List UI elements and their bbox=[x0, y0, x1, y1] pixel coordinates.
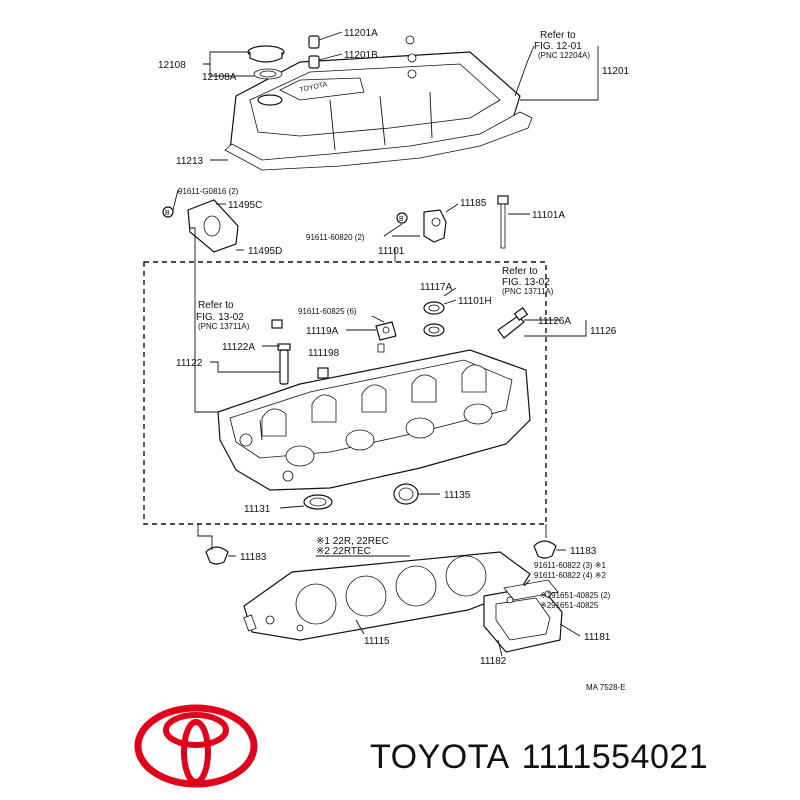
plate-11182 bbox=[503, 579, 559, 601]
label-12108A: 12108A bbox=[202, 72, 237, 83]
label-91651-40825: ※291651-40825 bbox=[540, 601, 599, 610]
label-pnc-13711A-b: (PNC 13711A) bbox=[198, 322, 250, 331]
label-fig-1302b: FIG. 13-02 bbox=[196, 312, 244, 323]
plug-11183-right bbox=[533, 540, 557, 559]
label-11131: 11131 bbox=[244, 504, 271, 515]
bolt-symbol-b-left bbox=[162, 206, 174, 218]
label-11115: 11115 bbox=[364, 636, 390, 647]
valve-cover-gasket bbox=[224, 111, 533, 171]
stud-11122 bbox=[279, 349, 289, 385]
label-91611-60825: 91611-60825 (6) bbox=[298, 307, 357, 316]
label-11135: 11135 bbox=[444, 490, 471, 501]
label-11213: 11213 bbox=[176, 156, 204, 167]
label-91611-G0816: 91611-G0816 (2) bbox=[178, 187, 239, 196]
label-12108: 12108 bbox=[158, 60, 186, 71]
label-91611-60822-4: 91611-60822 (4) ※2 bbox=[534, 571, 606, 580]
label-11101A: 11101A bbox=[532, 210, 565, 221]
label-fig-1302a: FIG. 13-02 bbox=[502, 277, 550, 288]
label-pnc-13711A-a: (PNC 13711A) bbox=[502, 287, 554, 296]
toyota-logo bbox=[134, 704, 258, 788]
leader-lines-top bbox=[203, 31, 599, 161]
brand-name: TOYOTA bbox=[370, 738, 510, 776]
part-number: 1111554021 bbox=[521, 738, 709, 776]
label-11119A: 11119A bbox=[306, 326, 339, 337]
label-11495C: 11495C bbox=[228, 200, 262, 211]
gasket-area bbox=[197, 524, 581, 657]
label-refer-2: Refer to bbox=[502, 266, 538, 277]
label-11182: 11182 bbox=[480, 656, 507, 667]
label-11101H: 11101H bbox=[458, 296, 492, 307]
middle-parts: B B bbox=[162, 189, 587, 385]
label-11126: 11126 bbox=[590, 326, 617, 337]
label-fig-1201: FIG. 12-01 bbox=[534, 41, 582, 52]
valve-cover-group: TOYOTA bbox=[224, 35, 533, 171]
svg-text:B: B bbox=[165, 210, 170, 217]
label-11126A: 11126A bbox=[538, 316, 571, 327]
label-refer-3: Refer to bbox=[198, 300, 234, 311]
plug-11119B bbox=[317, 367, 329, 379]
label-11122: 11122 bbox=[176, 358, 203, 369]
grommet-11201A bbox=[308, 35, 320, 49]
label-91611-60822-3: 91611-60822 (3) ※1 bbox=[534, 561, 606, 570]
cylinder-head-assembly-box bbox=[143, 261, 547, 525]
label-11201A: 11201A bbox=[344, 28, 378, 39]
grommet-11201B bbox=[308, 55, 320, 69]
pin-refer-left bbox=[271, 319, 283, 329]
valve-guide-11126 bbox=[497, 315, 525, 339]
svg-text:B: B bbox=[399, 216, 404, 223]
label-11181: 11181 bbox=[584, 632, 611, 643]
label-11101: 11101 bbox=[378, 246, 405, 257]
label-11183-right: 11183 bbox=[570, 546, 597, 557]
illustration-code: MA 7528-E bbox=[586, 683, 626, 692]
label-note-2: ※2 22RTEC bbox=[316, 546, 371, 557]
label-11185: 11185 bbox=[460, 198, 487, 209]
leader-lines-left bbox=[194, 262, 263, 441]
bolt-symbol-b-mid bbox=[396, 212, 408, 224]
plug-11183-left bbox=[205, 546, 229, 565]
label-11117A: 11117A bbox=[420, 282, 453, 293]
cylinder-head bbox=[217, 349, 531, 491]
label-11122A: 11122A bbox=[222, 342, 255, 353]
label-11183-left: 11183 bbox=[240, 552, 267, 563]
label-pnc-12204A: (PNC 12204A) bbox=[538, 51, 590, 60]
label-note-1: ※1 22R, 22REC bbox=[316, 536, 389, 547]
label-11119B: 111198 bbox=[308, 348, 340, 359]
part-labels: 11201A 11201B Refer to FIG. 12-01 (PNC 1… bbox=[158, 28, 630, 692]
label-91651-40825-2: ※191651-40825 (2) bbox=[540, 591, 611, 600]
brand-caption: TOYOTA 1111554021 bbox=[370, 738, 720, 777]
label-11201: 11201 bbox=[602, 66, 630, 77]
label-11201B: 11201B bbox=[344, 50, 378, 61]
label-91611-60820: 91611-60820 (2) bbox=[306, 233, 365, 242]
label-refer-1: Refer to bbox=[540, 30, 576, 41]
head-bolt bbox=[497, 195, 509, 205]
label-11495D: 11495D bbox=[248, 246, 282, 257]
